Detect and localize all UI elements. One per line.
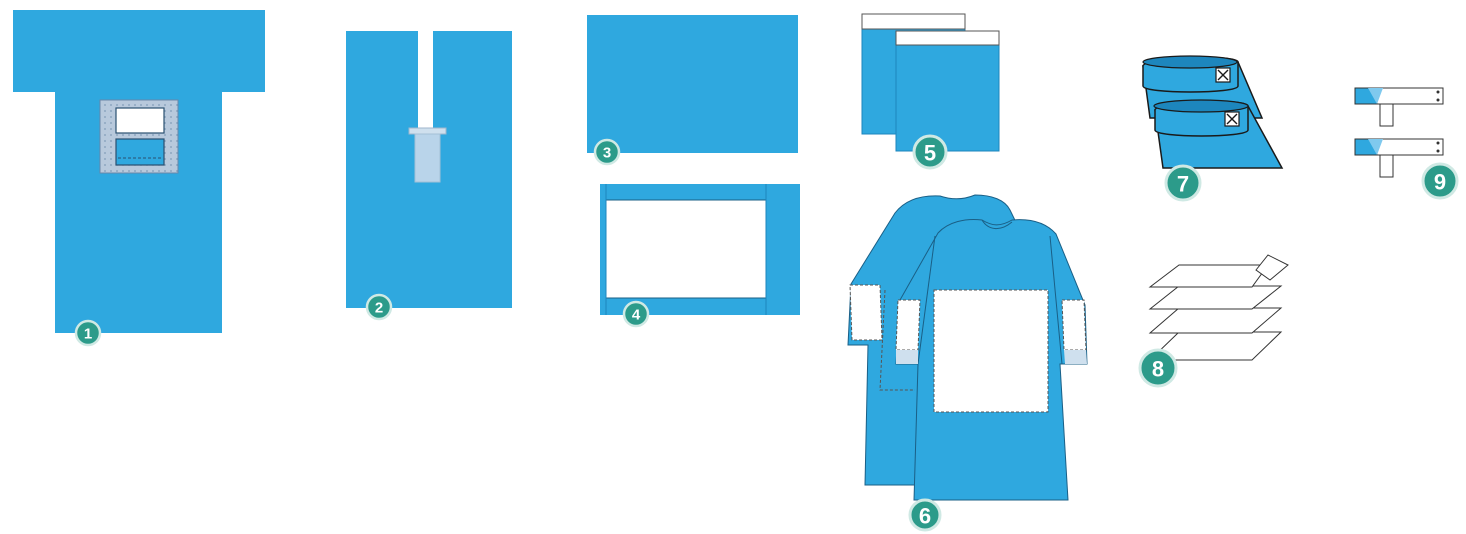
badge-4: 4 bbox=[624, 302, 648, 326]
badge-6: 6 bbox=[910, 500, 940, 530]
badge-2-label: 2 bbox=[375, 300, 383, 317]
item-7-pocket-drapes bbox=[1143, 56, 1282, 168]
badge-6-label: 6 bbox=[919, 504, 931, 529]
badge-3-label: 3 bbox=[603, 145, 611, 162]
badge-9: 9 bbox=[1423, 164, 1457, 198]
badge-5: 5 bbox=[914, 136, 946, 168]
badge-7: 7 bbox=[1166, 166, 1200, 200]
item-2-split-drape bbox=[346, 31, 512, 308]
absorbent-panel bbox=[606, 200, 766, 298]
gown-reinforcement-panel bbox=[934, 290, 1048, 412]
tape-strip-back bbox=[862, 14, 965, 29]
item-5-tape-drapes bbox=[862, 14, 999, 151]
window-opening bbox=[116, 108, 164, 133]
towel-corner-fold bbox=[1256, 255, 1288, 280]
tape-top bbox=[1355, 88, 1443, 126]
item-4-reinforced-drape bbox=[600, 184, 800, 315]
item-6-surgical-gowns bbox=[848, 195, 1087, 500]
item-8-paper-towels bbox=[1150, 255, 1288, 360]
drape-slit bbox=[421, 31, 430, 129]
badge-2: 2 bbox=[367, 295, 391, 319]
gown-sleeve-cuff-left bbox=[896, 300, 920, 350]
towel-3 bbox=[1150, 308, 1281, 333]
item-3-plain-drape bbox=[587, 15, 798, 153]
cable-tube bbox=[415, 134, 440, 182]
badge-5-label: 5 bbox=[924, 141, 936, 166]
badge-4-label: 4 bbox=[632, 307, 641, 324]
cable-clip-bar bbox=[409, 128, 446, 134]
towel-2 bbox=[1150, 286, 1281, 309]
item-9-adhesive-tapes bbox=[1355, 88, 1443, 177]
plain-drape-shape bbox=[587, 15, 798, 153]
badge-7-label: 7 bbox=[1177, 172, 1189, 197]
badge-1-label: 1 bbox=[84, 326, 92, 343]
tape-strip-front bbox=[896, 31, 999, 45]
badge-8-label: 8 bbox=[1152, 357, 1164, 382]
towel-1 bbox=[1150, 265, 1268, 287]
window-pouch bbox=[116, 139, 164, 165]
item-1-t-drape bbox=[13, 10, 265, 333]
badge-1: 1 bbox=[76, 321, 100, 345]
gown-front bbox=[896, 220, 1087, 500]
pocket-drape-front bbox=[1154, 100, 1282, 168]
badge-3: 3 bbox=[595, 140, 619, 164]
badge-8: 8 bbox=[1140, 350, 1176, 386]
gown-sleeve-cuff-right bbox=[1062, 300, 1086, 350]
tape-drape-front bbox=[896, 31, 999, 151]
badge-9-label: 9 bbox=[1434, 170, 1446, 195]
